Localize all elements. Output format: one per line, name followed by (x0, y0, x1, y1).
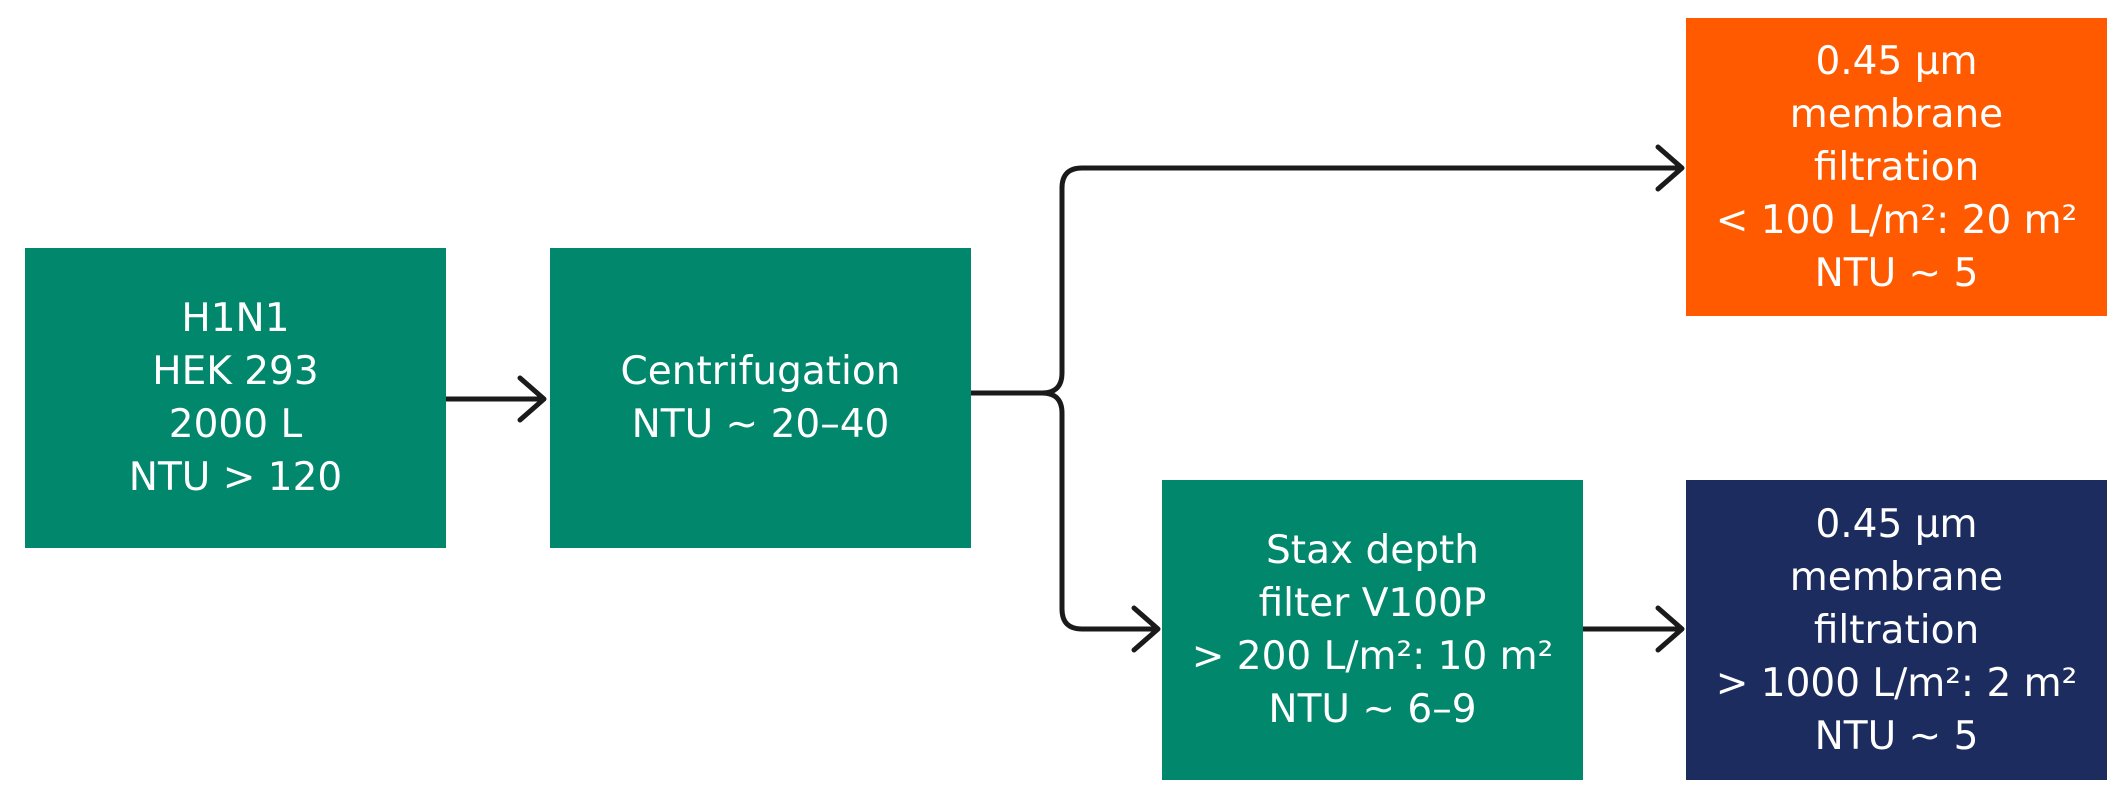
arrowhead-to-stax-depth-filter (1131, 605, 1161, 653)
node-membrane-high-line: filtration (1813, 144, 1980, 190)
node-centrifugation-line: Centrifugation (620, 349, 901, 394)
node-stax-depth-filter: Stax depth filter V100P > 200 L/m²: 10 m… (1162, 480, 1583, 780)
arrow-centrifugation-split (968, 165, 1679, 396)
node-membrane-high-line: 0.45 µm (1815, 38, 1978, 84)
node-source-line: NTU > 120 (128, 455, 343, 500)
arrow-centrifugation-to-stax (1039, 390, 1155, 632)
node-membrane-low-line: NTU ~ 5 (1814, 713, 1979, 759)
node-membrane-high-line: NTU ~ 5 (1814, 250, 1979, 296)
node-membrane-low-line: filtration (1813, 607, 1980, 653)
node-source-line: 2000 L (168, 402, 303, 447)
node-membrane-high-line: membrane (1789, 91, 2004, 137)
node-membrane-after-depth: 0.45 µm membrane filtration > 1000 L/m²:… (1686, 480, 2107, 780)
node-centrifugation: Centrifugation NTU ~ 20–40 (550, 248, 971, 548)
arrowhead-to-membrane-after-depth (1655, 605, 1685, 653)
node-source-line: HEK 293 (152, 349, 319, 394)
node-membrane-low-line: 0.45 µm (1815, 501, 1978, 547)
arrowhead-source-to-centrifugation (517, 375, 547, 423)
node-membrane-low-line: membrane (1789, 554, 2004, 600)
node-source: H1N1 HEK 293 2000 L NTU > 120 (25, 248, 446, 548)
node-stax-line: NTU ~ 6–9 (1268, 687, 1477, 732)
node-membrane-low-line: > 1000 L/m²: 2 m² (1715, 660, 2078, 706)
node-membrane-high-throughput: 0.45 µm membrane filtration < 100 L/m²: … (1686, 18, 2107, 316)
node-stax-line: filter V100P (1258, 581, 1487, 626)
node-stax-line: > 200 L/m²: 10 m² (1191, 634, 1554, 679)
node-centrifugation-line: NTU ~ 20–40 (631, 402, 890, 447)
arrowhead-to-membrane-high-throughput (1655, 144, 1685, 192)
node-membrane-high-line: < 100 L/m²: 20 m² (1715, 197, 2078, 243)
node-stax-line: Stax depth (1266, 528, 1479, 573)
node-source-line: H1N1 (181, 296, 290, 341)
